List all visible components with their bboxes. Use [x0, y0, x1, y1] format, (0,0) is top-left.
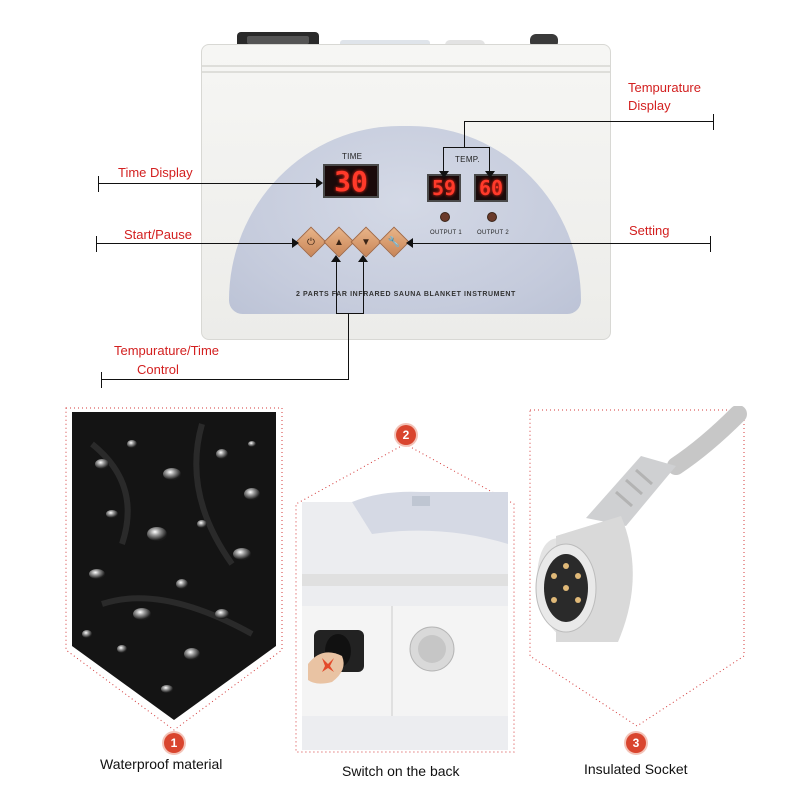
- callout-line: [464, 121, 714, 122]
- temp-label: TEMP.: [455, 155, 480, 164]
- waterproof-material-panel: [65, 407, 283, 731]
- output1-label: OUTPUT 1: [430, 230, 462, 236]
- callout-line: [101, 379, 349, 380]
- feature-caption: Waterproof material: [100, 756, 223, 772]
- arrow-icon: [439, 171, 449, 178]
- callout-line: [96, 243, 294, 244]
- callout-line: [412, 243, 711, 244]
- feature-caption: Insulated Socket: [584, 761, 688, 777]
- feature-number-badge: 2: [396, 425, 416, 445]
- output1-indicator-light: [440, 212, 450, 222]
- callout-line: [443, 147, 490, 148]
- callout-line: [710, 236, 711, 252]
- arrow-icon: [316, 178, 323, 188]
- arrow-icon: [358, 255, 368, 262]
- callout-line: [713, 114, 714, 130]
- output2-indicator-light: [487, 212, 497, 222]
- callout-line: [464, 121, 465, 148]
- callout-line: [98, 176, 99, 192]
- setting-callout: Setting: [629, 223, 670, 238]
- callout-line: [336, 313, 364, 314]
- temperature-display-callout-line2: Display: [628, 98, 671, 113]
- callout-line: [101, 372, 102, 388]
- callout-line: [336, 260, 337, 314]
- callout-line: [443, 147, 444, 173]
- temperature-display-callout-line1: Tempurature: [628, 80, 701, 95]
- callout-line: [96, 236, 97, 252]
- output1-temp-display: 59: [427, 174, 461, 202]
- time-display: 30: [323, 164, 379, 198]
- time-display-callout: Time Display: [118, 165, 193, 180]
- time-label: TIME: [342, 152, 363, 161]
- callout-line: [98, 183, 320, 184]
- feature-caption: Switch on the back: [342, 763, 460, 779]
- temp-time-control-callout-line1: Tempurature/Time: [114, 343, 219, 358]
- callout-line: [348, 313, 349, 380]
- temp-time-control-callout-line2: Control: [137, 362, 179, 377]
- callout-line: [489, 147, 490, 173]
- arrow-icon: [292, 238, 299, 248]
- callout-line: [363, 260, 364, 314]
- feature-number-badge: 1: [164, 733, 184, 753]
- insulated-socket-panel: [529, 406, 747, 727]
- output2-label: OUTPUT 2: [477, 230, 509, 236]
- switch-on-back-panel: [295, 443, 515, 753]
- triangle-down-icon: ▼: [361, 236, 371, 248]
- wrench-icon: 🔧: [387, 236, 401, 248]
- arrow-icon: [331, 255, 341, 262]
- start-pause-callout: Start/Pause: [124, 227, 192, 242]
- triangle-up-icon: ▲: [334, 236, 344, 248]
- power-icon: ⏻: [307, 236, 315, 248]
- feature-number-badge: 3: [626, 733, 646, 753]
- instrument-label: 2 PARTS FAR INFRARED SAUNA BLANKET INSTR…: [296, 291, 516, 298]
- arrow-icon: [406, 238, 413, 248]
- arrow-icon: [485, 171, 495, 178]
- output2-temp-display: 60: [474, 174, 508, 202]
